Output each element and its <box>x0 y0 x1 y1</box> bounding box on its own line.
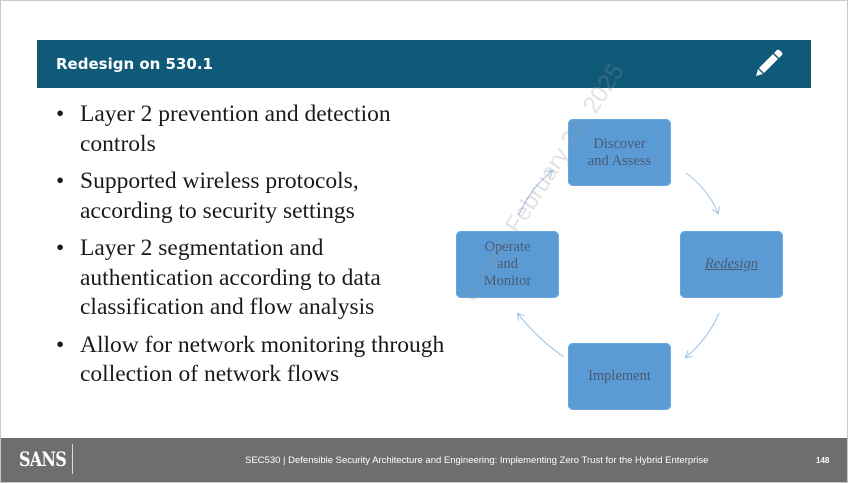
bullet-text: Allow for network monitoring through col… <box>80 331 445 388</box>
cycle-step-redesign: Redesign <box>680 231 783 298</box>
course-title: SEC530 | Defensible Security Architectur… <box>245 455 709 466</box>
bullet-item: •Supported wireless protocols, according… <box>56 168 359 224</box>
pencil-icon <box>756 49 783 76</box>
bullet-text: Supported wireless protocols, according … <box>80 168 359 224</box>
bullet-item: •Layer 2 segmentation and authentication… <box>56 235 381 320</box>
step-label: Operate and Monitor <box>483 239 532 289</box>
bullet-item: •Layer 2 prevention and detection contro… <box>56 101 391 157</box>
slide-title: Redesign on 530.1 <box>56 55 213 73</box>
cycle-arrows <box>446 111 806 421</box>
bullet-list: •Layer 2 prevention and detection contro… <box>53 100 453 398</box>
bullet-text: Layer 2 segmentation and authentication … <box>80 235 381 320</box>
title-bar: Redesign on 530.1 <box>37 40 811 88</box>
sans-logo: SANS <box>19 447 67 471</box>
bullet-text: Layer 2 prevention and detection control… <box>80 101 391 157</box>
cycle-step-implement: Implement <box>568 343 671 410</box>
step-label: Discover and Assess <box>587 135 652 169</box>
cycle-step-discover: Discover and Assess <box>568 119 671 186</box>
logo-divider <box>72 444 73 474</box>
page-number: 148 <box>816 456 830 465</box>
bullet-item: •Allow for network monitoring through co… <box>56 331 445 388</box>
step-label: Redesign <box>704 256 759 272</box>
footer-bar: SANS SEC530 | Defensible Security Archit… <box>1 438 847 482</box>
lifecycle-diagram: Discover and Assess Redesign Implement O… <box>446 111 806 421</box>
cycle-step-operate: Operate and Monitor <box>456 231 559 298</box>
step-label: Implement <box>588 368 651 384</box>
